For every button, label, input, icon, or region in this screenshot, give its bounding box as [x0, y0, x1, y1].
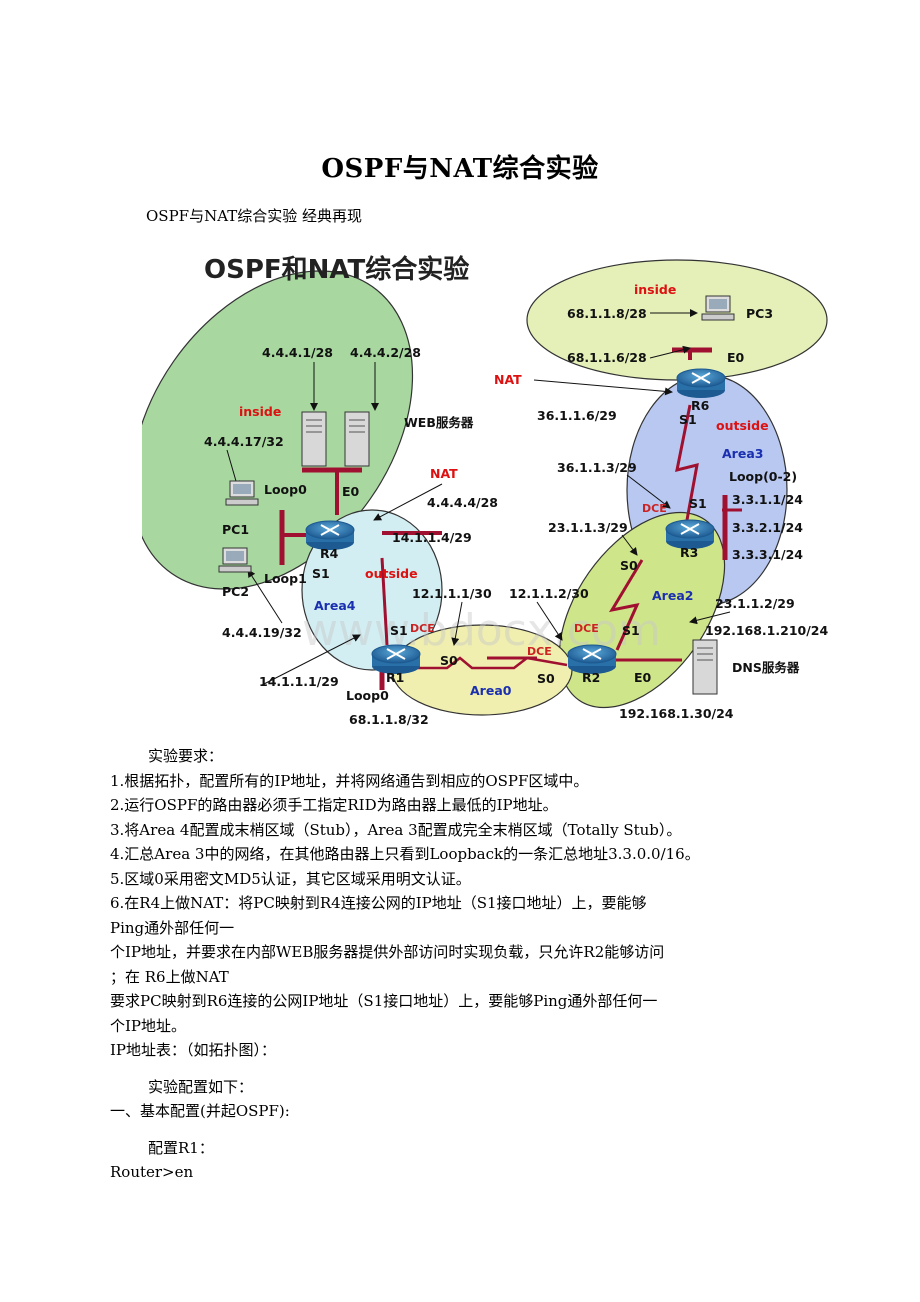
web-server-1-icon — [301, 411, 327, 467]
label-loop0-r1: Loop0 — [346, 688, 389, 703]
label-e0-r2: E0 — [634, 670, 652, 685]
document-title: OSPF与NAT综合实验 — [321, 154, 599, 184]
label-r3: R3 — [680, 545, 698, 560]
label-loop0-r4: Loop0 — [264, 482, 307, 497]
label-outside-r4: outside — [365, 566, 418, 581]
label-dce-r1: DCE — [410, 622, 435, 635]
document-subtitle: OSPF与NAT综合实验 经典再现 — [146, 207, 362, 225]
label-s1-r1: S1 — [390, 623, 408, 638]
requirement-6-line-6: 个IP地址。 — [110, 1016, 187, 1035]
label-ip-14-1-1-4-29: 14.1.1.4/29 — [392, 530, 472, 545]
label-s0-r2: S0 — [537, 671, 555, 686]
requirement-1: 1.根据拓扑，配置所有的IP地址，并将网络通告到相应的OSPF区域中。 — [110, 771, 589, 790]
web-server-2-icon — [344, 411, 370, 467]
label-dns-server: DNS服务器 — [732, 660, 800, 675]
ip-table-note: IP地址表：（如拓扑图）： — [110, 1041, 277, 1059]
label-area0: Area0 — [470, 683, 512, 698]
requirements-heading: 实验要求： — [148, 747, 224, 765]
label-area3: Area3 — [722, 446, 763, 461]
pc1-icon — [225, 480, 259, 506]
label-loop1-r4: Loop1 — [264, 571, 307, 586]
label-ip-3-3-3-1: 3.3.3.1/24 — [732, 547, 803, 562]
label-inside-top: inside — [634, 282, 676, 297]
label-area2: Area2 — [652, 588, 693, 603]
inside-area-left — [142, 270, 414, 590]
label-r6: R6 — [691, 398, 710, 413]
label-r2: R2 — [582, 670, 600, 685]
area4-ellipse — [301, 509, 443, 671]
label-nat-r4: NAT — [430, 466, 458, 481]
document-body: 实验要求： 1.根据拓扑，配置所有的IP地址，并将网络通告到相应的OSPF区域中… — [110, 744, 830, 1185]
pc3-icon — [701, 295, 735, 321]
label-nat-r6: NAT — [494, 372, 522, 387]
figure-title: OSPF和NAT综合实验 — [204, 254, 469, 285]
label-dce-r2b: DCE — [527, 645, 552, 658]
requirement-6-line-1: 6.在R4上做NAT：将PC映射到R4连接公网的IP地址（S1接口地址）上，要能… — [110, 894, 647, 912]
label-ip-4-4-4-19-32: 4.4.4.19/32 — [222, 625, 302, 640]
label-ip-68-1-1-8-32: 68.1.1.8/32 — [349, 712, 429, 727]
label-ip-3-3-2-1: 3.3.2.1/24 — [732, 520, 803, 535]
label-s1-r3: S1 — [689, 496, 707, 511]
dns-server-icon — [692, 639, 718, 695]
label-s0-r3: S0 — [620, 558, 638, 573]
requirement-6-line-5: 要求PC映射到R6连接的公网IP地址（S1接口地址）上，要能够Ping通外部任何… — [110, 992, 658, 1010]
command-line: Router>en — [110, 1163, 194, 1181]
requirement-2: 2.运行OSPF的路由器必须手工指定RID为路由器上最低的IP地址。 — [110, 796, 558, 814]
label-inside-left: inside — [239, 404, 281, 419]
label-pc3: PC3 — [746, 306, 773, 321]
label-ip-4-4-4-17-32: 4.4.4.17/32 — [204, 434, 284, 449]
requirement-5: 5.区域0采用密文MD5认证，其它区域采用明文认证。 — [110, 869, 471, 888]
label-ip-192-168-1-210: 192.168.1.210/24 — [705, 623, 828, 638]
label-ip-14-1-1-1-29: 14.1.1.1/29 — [259, 674, 339, 689]
label-r1: R1 — [386, 670, 404, 685]
label-loop0-2: Loop(0-2) — [729, 469, 797, 484]
label-ip-23-1-1-3-29: 23.1.1.3/29 — [548, 520, 628, 535]
network-topology-figure: OSPF和NAT综合实验 www.bdocx.com inside 68.1.1… — [142, 240, 842, 738]
config-heading: 实验配置如下： — [148, 1077, 254, 1096]
section-1-heading: 一、基本配置(并起OSPF): — [110, 1102, 290, 1120]
requirement-3: 3.将Area 4配置成末梢区域（Stub），Area 3配置成完全末梢区域（T… — [110, 820, 682, 839]
label-s0-r1: S0 — [440, 653, 458, 668]
label-ip-4-4-4-4-28: 4.4.4.4/28 — [427, 495, 498, 510]
label-e0-r4: E0 — [342, 484, 360, 499]
label-ip-68-1-1-6-28: 68.1.1.6/28 — [567, 350, 647, 365]
label-ip-4-4-4-2-28: 4.4.4.2/28 — [350, 345, 421, 360]
label-s1-r2: S1 — [622, 623, 640, 638]
requirement-6-line-4: ；在 R6上做NAT — [110, 967, 229, 986]
label-ip-23-1-1-2-29: 23.1.1.2/29 — [715, 596, 795, 611]
label-ip-12-1-1-1-30: 12.1.1.1/30 — [412, 586, 492, 601]
label-dce-r2: DCE — [574, 622, 599, 635]
label-r4: R4 — [320, 546, 339, 561]
label-ip-4-4-4-1-28: 4.4.4.1/28 — [262, 345, 333, 360]
label-ip-36-1-1-3-29: 36.1.1.3/29 — [557, 460, 637, 475]
pc2-icon — [218, 547, 252, 573]
requirement-4: 4.汇总Area 3中的网络，在其他路由器上只看到Loopback的一条汇总地址… — [110, 845, 700, 863]
label-dce-r3: DCE — [642, 502, 667, 515]
config-r1-heading: 配置R1： — [148, 1138, 214, 1157]
label-ip-12-1-1-2-30: 12.1.1.2/30 — [509, 586, 589, 601]
label-outside-r6: outside — [716, 418, 769, 433]
label-ip-36-1-1-6-29: 36.1.1.6/29 — [537, 408, 617, 423]
label-ip-192-168-1-30: 192.168.1.30/24 — [619, 706, 734, 721]
label-pc1: PC1 — [222, 522, 249, 537]
label-ip-68-1-1-8-28: 68.1.1.8/28 — [567, 306, 647, 321]
router-r6 — [676, 368, 726, 399]
requirement-6-line-3: 个IP地址，并要求在内部WEB服务器提供外部访问时实现负载，只允许R2能够访问 — [110, 943, 665, 961]
label-s1-r4: S1 — [312, 566, 330, 581]
requirement-6-line-2: Ping通外部任何一 — [110, 918, 235, 937]
label-s1-r6: S1 — [679, 412, 697, 427]
label-web-server: WEB服务器 — [404, 415, 474, 430]
label-e0-r6: E0 — [727, 350, 745, 365]
label-area4: Area4 — [314, 598, 356, 613]
label-ip-3-3-1-1: 3.3.1.1/24 — [732, 492, 803, 507]
label-pc2: PC2 — [222, 584, 249, 599]
